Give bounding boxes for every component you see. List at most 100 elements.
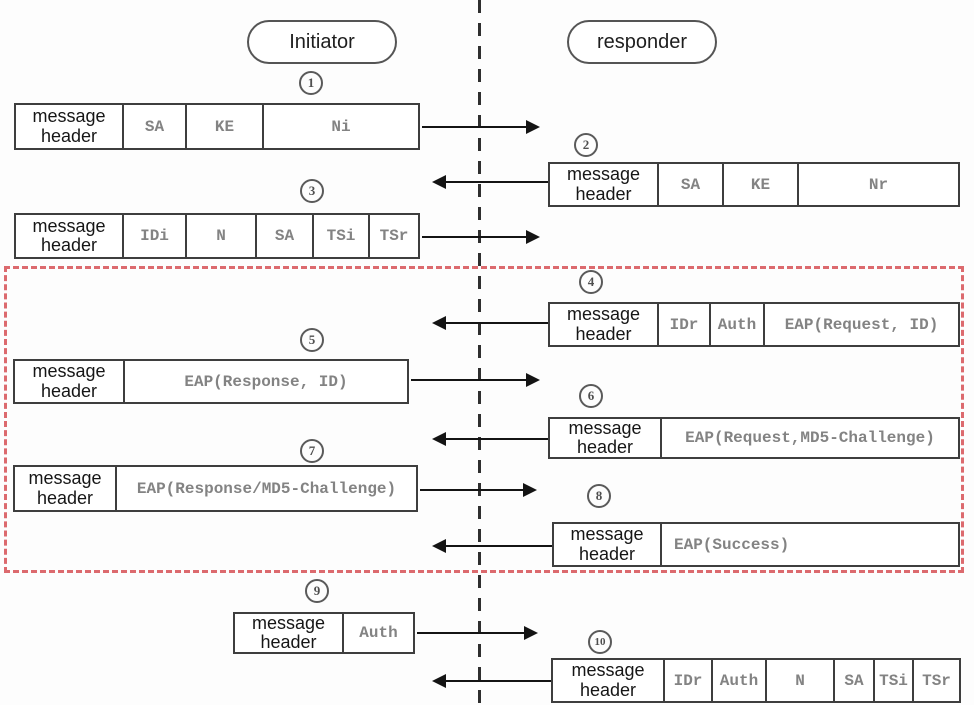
message-header-label: message header bbox=[568, 419, 642, 457]
payload-label: IDr bbox=[673, 671, 703, 690]
message-header-label: message header bbox=[570, 524, 644, 564]
message-10-arrow-left-icon bbox=[432, 674, 551, 688]
message-6-number-badge: 6 bbox=[579, 384, 603, 408]
message-header-label: message header bbox=[566, 164, 641, 204]
message-header-label: message header bbox=[566, 304, 641, 344]
initiator-label-text: Initiator bbox=[289, 30, 355, 53]
payload-label: EAP(Response/MD5-Challenge) bbox=[136, 479, 397, 498]
payload-segment: Auth bbox=[344, 614, 413, 652]
message-10-number-badge: 10 bbox=[588, 630, 612, 654]
message-header-label: message header bbox=[251, 614, 326, 652]
center-divider-dashed-line bbox=[478, 0, 481, 705]
message-header-segment: message header bbox=[16, 105, 124, 148]
message-1-arrow-right-icon bbox=[422, 120, 540, 134]
payload-label: Nr bbox=[868, 175, 889, 194]
message-6-box: message header EAP(Request,MD5-Challenge) bbox=[548, 417, 960, 459]
message-header-segment: message header bbox=[550, 164, 659, 205]
message-3-arrow-right-icon bbox=[422, 230, 540, 244]
message-header-label: message header bbox=[32, 215, 106, 255]
payload-segment: Auth bbox=[713, 660, 767, 701]
payload-label: Ni bbox=[331, 117, 351, 136]
payload-segment: N bbox=[767, 660, 835, 701]
payload-segment: SA bbox=[257, 215, 314, 257]
message-header-segment: message header bbox=[235, 614, 344, 652]
payload-segment: EAP(Success) bbox=[662, 524, 958, 565]
responder-label-text: responder bbox=[596, 30, 688, 53]
message-9-number-badge: 9 bbox=[305, 579, 329, 603]
message-header-label: message header bbox=[32, 361, 106, 401]
payload-segment: EAP(Request,MD5-Challenge) bbox=[662, 419, 958, 457]
payload-label: SA bbox=[680, 175, 701, 194]
message-5-arrow-right-icon bbox=[411, 373, 540, 387]
payload-segment: EAP(Response, ID) bbox=[125, 361, 407, 402]
payload-segment: KE bbox=[724, 164, 799, 205]
message-3-box: message header IDi N SA TSi TSr bbox=[14, 213, 420, 259]
message-9-box: message header Auth bbox=[233, 612, 415, 654]
payload-label: TSi bbox=[326, 227, 356, 245]
message-8-box: message header EAP(Success) bbox=[552, 522, 960, 567]
message-2-box: message header SA KE Nr bbox=[548, 162, 960, 207]
message-header-segment: message header bbox=[550, 419, 662, 457]
payload-segment: TSr bbox=[370, 215, 418, 257]
payload-segment: TSr bbox=[914, 660, 959, 701]
message-7-arrow-right-icon bbox=[420, 483, 537, 497]
message-header-segment: message header bbox=[553, 660, 665, 701]
message-1-box: message header SA KE Ni bbox=[14, 103, 420, 150]
payload-label: Auth bbox=[717, 315, 757, 334]
message-header-segment: message header bbox=[554, 524, 662, 565]
message-header-label: message header bbox=[571, 660, 645, 700]
payload-segment: EAP(Response/MD5-Challenge) bbox=[117, 467, 416, 510]
eap-phase-red-dashed-outline bbox=[4, 266, 964, 573]
message-header-segment: message header bbox=[550, 304, 659, 345]
message-header-label: message header bbox=[28, 468, 102, 508]
payload-segment: SA bbox=[659, 164, 724, 205]
payload-label: N bbox=[795, 671, 805, 690]
payload-label: Auth bbox=[719, 671, 759, 690]
payload-label: EAP(Request, ID) bbox=[784, 315, 939, 334]
message-header-label: message header bbox=[32, 106, 106, 146]
message-header-segment: message header bbox=[15, 467, 117, 510]
message-4-number-badge: 4 bbox=[579, 270, 603, 294]
responder-actor-label: responder bbox=[567, 20, 717, 64]
message-header-segment: message header bbox=[16, 215, 124, 257]
payload-segment: IDr bbox=[665, 660, 713, 701]
message-6-arrow-left-icon bbox=[432, 432, 548, 446]
payload-label: EAP(Success) bbox=[674, 535, 790, 554]
payload-label: TSi bbox=[879, 671, 908, 690]
message-5-number-badge: 5 bbox=[300, 328, 324, 352]
payload-segment: IDi bbox=[124, 215, 187, 257]
payload-segment: SA bbox=[124, 105, 187, 148]
payload-label: IDr bbox=[669, 315, 699, 334]
message-7-box: message header EAP(Response/MD5-Challenge… bbox=[13, 465, 418, 512]
payload-label: KE bbox=[214, 117, 235, 136]
payload-segment: Auth bbox=[711, 304, 765, 345]
initiator-actor-label: Initiator bbox=[247, 20, 397, 64]
payload-label: KE bbox=[750, 175, 771, 194]
payload-label: SA bbox=[274, 227, 295, 245]
payload-label: TSr bbox=[922, 671, 951, 690]
payload-label: N bbox=[216, 227, 226, 245]
payload-label: Auth bbox=[359, 624, 398, 642]
payload-label: SA bbox=[144, 117, 165, 136]
payload-label: TSr bbox=[379, 227, 409, 245]
payload-segment: IDr bbox=[659, 304, 711, 345]
message-2-arrow-left-icon bbox=[432, 175, 548, 189]
message-5-box: message header EAP(Response, ID) bbox=[13, 359, 409, 404]
payload-segment: TSi bbox=[875, 660, 914, 701]
message-2-number-badge: 2 bbox=[574, 133, 598, 157]
payload-label: EAP(Request,MD5-Challenge) bbox=[685, 429, 935, 447]
message-8-number-badge: 8 bbox=[587, 484, 611, 508]
payload-segment: EAP(Request, ID) bbox=[765, 304, 958, 345]
payload-label: IDi bbox=[140, 227, 169, 245]
message-9-arrow-right-icon bbox=[417, 626, 538, 640]
message-1-number-badge: 1 bbox=[299, 71, 323, 95]
message-4-box: message header IDr Auth EAP(Request, ID) bbox=[548, 302, 960, 347]
payload-segment: Ni bbox=[264, 105, 418, 148]
message-8-arrow-left-icon bbox=[432, 539, 552, 553]
message-7-number-badge: 7 bbox=[300, 439, 324, 463]
payload-segment: SA bbox=[835, 660, 875, 701]
payload-segment: N bbox=[187, 215, 257, 257]
message-4-arrow-left-icon bbox=[432, 316, 548, 330]
